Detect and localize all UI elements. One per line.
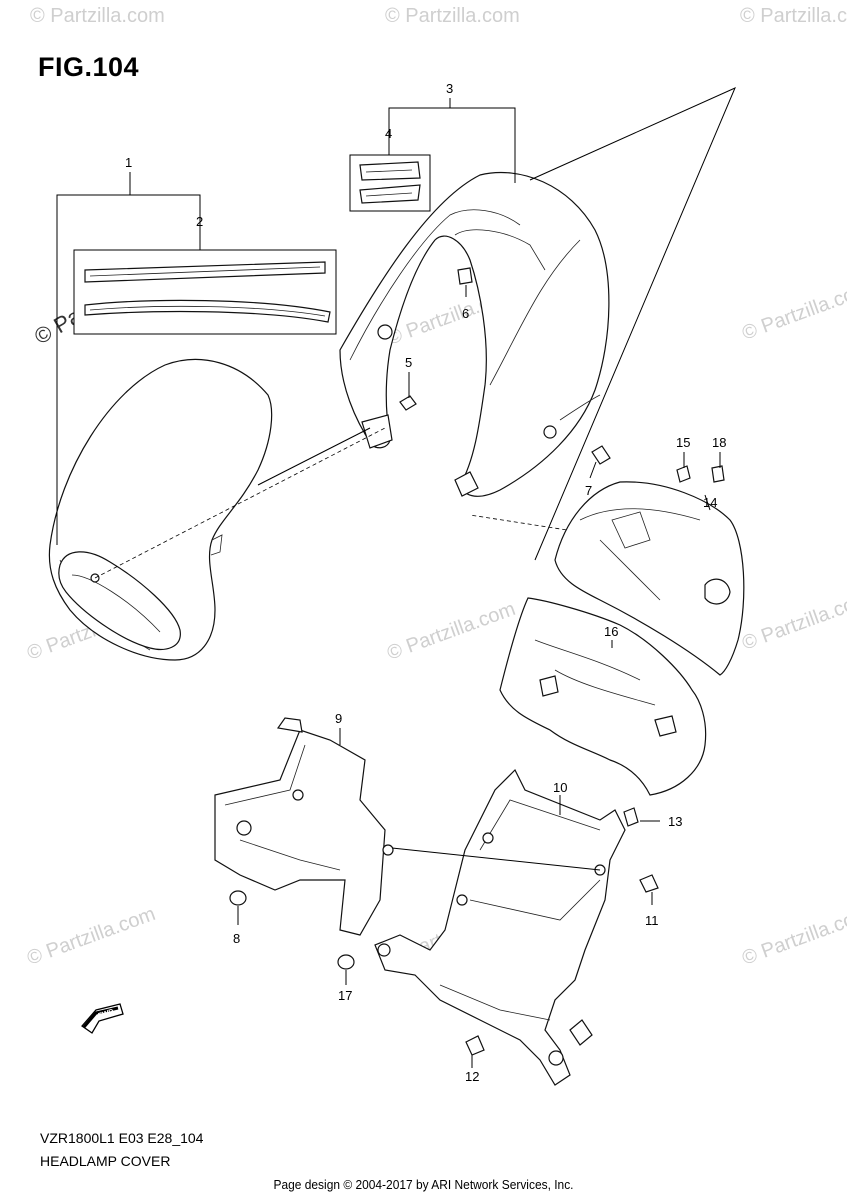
callout-1: 1	[125, 155, 132, 170]
watermark: © Partzilla.com	[30, 5, 165, 27]
callout-10: 10	[553, 780, 567, 795]
callout-7: 7	[585, 483, 592, 498]
watermark: © Partzilla.com	[740, 5, 847, 27]
callout-6: 6	[462, 306, 469, 321]
part-bracket-left	[214, 717, 394, 936]
assembly-line	[391, 847, 601, 871]
callout-labels: 1 2 3 4 5 6 7 8 9 10 11 12 13 14 15 16 1…	[125, 81, 726, 1084]
grommet-icon	[337, 954, 355, 970]
watermark: © Partzilla.com	[24, 903, 158, 970]
callout-9: 9	[335, 711, 342, 726]
assembly-dashed-lines	[94, 427, 581, 579]
watermark: © Partzilla.com	[739, 278, 847, 345]
callout-17: 17	[338, 988, 352, 1003]
watermark: © Partzilla.com	[739, 903, 847, 970]
fwd-label: FWD	[97, 1008, 114, 1020]
callout-18: 18	[712, 435, 726, 450]
callout-13: 13	[668, 814, 682, 829]
clip-icon	[676, 465, 691, 483]
part-headlamp-shell	[339, 171, 610, 497]
watermark: © Partzilla.com	[384, 598, 518, 665]
callout-5: 5	[405, 355, 412, 370]
projection-outline	[529, 87, 736, 561]
bolt-icon	[465, 1035, 485, 1056]
part-lower-panel	[499, 597, 707, 796]
part-headlamp-cover-outer	[48, 358, 273, 661]
watermark: © Partzilla.com	[385, 5, 520, 27]
nut-icon	[711, 465, 725, 483]
fwd-arrow: FWD	[81, 1003, 124, 1034]
grommet-icon	[229, 890, 247, 906]
watermark: © Partzilla.com	[739, 588, 847, 655]
callout-2: 2	[196, 214, 203, 229]
callout-15: 15	[676, 435, 690, 450]
part-rear-housing	[554, 481, 745, 676]
part-trim-strips	[73, 249, 337, 335]
screw-icon	[591, 445, 611, 465]
fasteners	[229, 395, 725, 1056]
bolt-icon	[639, 874, 659, 893]
leader-lines	[56, 98, 721, 1068]
callout-11: 11	[645, 913, 659, 928]
figure-title: FIG.104	[38, 52, 140, 82]
callout-4: 4	[385, 126, 392, 141]
callout-8: 8	[233, 931, 240, 946]
diagram-name: HEADLAMP COVER	[40, 1153, 171, 1169]
model-code: VZR1800L1 E03 E28_104	[40, 1130, 204, 1146]
callout-3: 3	[446, 81, 453, 96]
callout-16: 16	[604, 624, 618, 639]
callout-12: 12	[465, 1069, 479, 1084]
copyright-footer: Page design © 2004-2017 by ARI Network S…	[273, 1177, 574, 1192]
part-bracket-right	[374, 768, 626, 1086]
rivet-icon	[623, 807, 639, 827]
callout-14: 14	[703, 495, 717, 510]
part-emblems	[349, 154, 431, 212]
screw-icon	[399, 395, 417, 411]
